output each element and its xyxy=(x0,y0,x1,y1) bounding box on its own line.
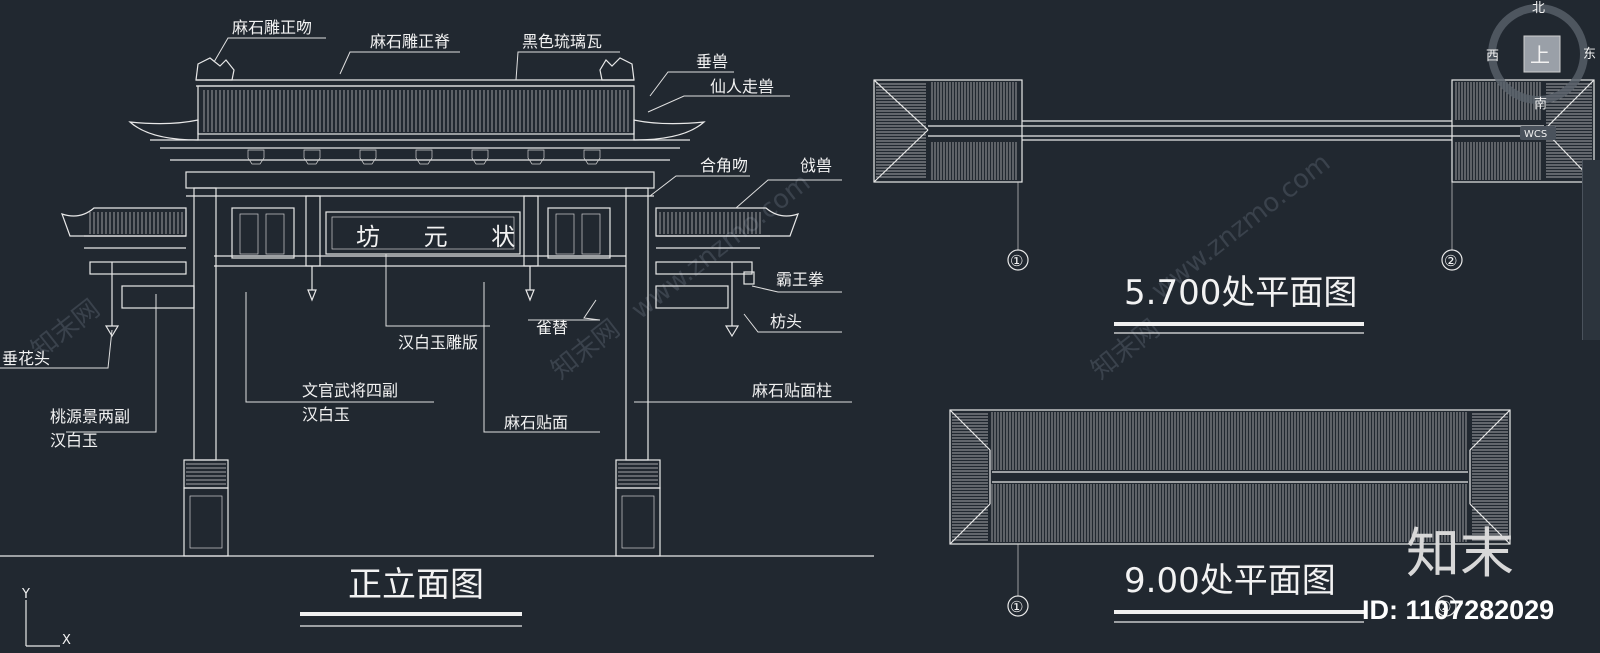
axis-1-lower: ① xyxy=(1010,598,1023,616)
plan-lower: ① ② 9.00处平面图 xyxy=(949,409,1511,623)
label-beam-head: 枋头 xyxy=(770,312,802,331)
bracket-set xyxy=(359,149,377,165)
sign-board xyxy=(325,211,521,255)
plan-lower-title: 9.00处平面图 xyxy=(1124,561,1336,601)
main-roof xyxy=(128,57,706,165)
label-ridge-ornament: 麻石雕正吻 xyxy=(232,18,312,37)
id-label: ID: 1107282029 xyxy=(1362,595,1554,625)
viewcube-svg: 上 北 南 东 西 WCS xyxy=(1486,1,1596,140)
plan-upper-title: 5.700处平面图 xyxy=(1124,273,1357,313)
label-ridge-beast: 垂兽 xyxy=(696,52,728,71)
sign-text: 坊 元 状 xyxy=(356,223,533,251)
label-glazed-tile: 黑色琉璃瓦 xyxy=(522,32,602,51)
viewcube-west: 西 xyxy=(1486,49,1499,64)
bracket-set xyxy=(415,149,433,165)
ucs-y-label: Y xyxy=(21,587,30,602)
axis-1-upper: ① xyxy=(1010,252,1023,270)
viewcube-top: 上 xyxy=(1530,43,1550,67)
ucs-icon: Y X xyxy=(21,587,71,648)
wcs-label: WCS xyxy=(1524,129,1547,140)
side-roof-left xyxy=(61,207,195,338)
side-roof-right xyxy=(655,207,799,338)
label-peach-panel-2: 汉白玉 xyxy=(50,431,98,450)
viewcube[interactable]: 上 北 南 东 西 WCS xyxy=(1468,0,1600,150)
label-stone-facing: 麻石贴面 xyxy=(504,413,568,432)
axis-2-lower: ② xyxy=(1438,598,1451,616)
bracket-set xyxy=(527,149,545,165)
axis-2-upper: ② xyxy=(1444,252,1457,270)
label-immortal-beasts: 仙人走兽 xyxy=(710,77,774,96)
bracket-set xyxy=(471,149,489,165)
leader-lines xyxy=(0,37,852,433)
viewcube-face xyxy=(1523,35,1561,73)
navigation-bar[interactable] xyxy=(1582,160,1600,340)
wcs-menu[interactable] xyxy=(1520,126,1556,140)
label-main-ridge: 麻石雕正脊 xyxy=(370,32,450,51)
ridge-kiss-left xyxy=(195,57,235,81)
label-carved-board: 汉白玉雕版 xyxy=(398,333,478,352)
label-officials-1: 文官武将四副 xyxy=(302,381,398,400)
label-pillar-facing: 麻石贴面柱 xyxy=(752,381,832,400)
label-hanging-flower: 垂花头 xyxy=(2,349,50,368)
label-qiang-beast: 戗兽 xyxy=(800,156,832,175)
front-elevation: 坊 元 状 xyxy=(0,18,874,627)
viewcube-east: 东 xyxy=(1583,47,1596,62)
bracket-set xyxy=(303,149,321,165)
ridge-kiss-right xyxy=(599,57,635,81)
front-elevation-title: 正立面图 xyxy=(348,565,484,605)
viewcube-south: 南 xyxy=(1534,96,1547,112)
viewcube-north: 北 xyxy=(1532,1,1545,16)
label-corner-kiss: 合角吻 xyxy=(700,156,748,175)
brand-logo: 知末 xyxy=(1406,522,1514,585)
top-beam xyxy=(185,171,655,189)
label-bawang-bracket: 霸王拳 xyxy=(776,270,824,289)
bracket-set xyxy=(247,149,265,165)
ucs-x-label: X xyxy=(62,633,71,648)
label-officials-2: 汉白玉 xyxy=(302,405,350,424)
label-peach-panel-1: 桃源景两副 xyxy=(50,407,130,426)
label-que-ti: 雀替 xyxy=(536,318,568,337)
watermark-url-1: www.znzmo.com xyxy=(626,168,816,326)
bracket-set xyxy=(583,149,601,165)
column-left xyxy=(193,187,217,461)
